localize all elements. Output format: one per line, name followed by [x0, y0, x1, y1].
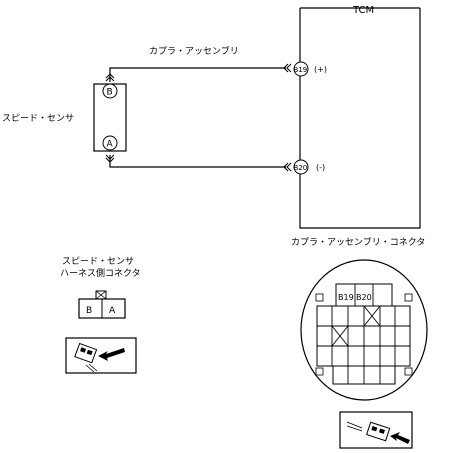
connector-mark-bottom	[105, 154, 115, 163]
tcm-box: TCM	[299, 5, 421, 229]
tcm-title: TCM	[352, 5, 374, 16]
pin-b20: B20	[293, 159, 309, 175]
coupler-pin-b20: B20	[356, 293, 372, 302]
sensor-connector-title-1: スピード・センサ	[62, 256, 134, 267]
pin-b19-polarity: (+)	[314, 65, 327, 74]
tcm-connector-mark-b19	[283, 63, 292, 73]
pin-b19-label: B19	[294, 66, 308, 74]
sensor-label: スピード・センサ	[2, 113, 74, 124]
wire-b19	[109, 67, 286, 82]
sensor-connector: B A	[78, 290, 126, 319]
connector-mark-top	[105, 73, 115, 82]
coupler-connector: B19 B20	[300, 259, 428, 401]
pin-b20-label: B20	[294, 164, 308, 172]
pin-b20-polarity: (-)	[316, 163, 325, 172]
probe-icon-left	[65, 337, 137, 374]
pin-b19: B19	[293, 61, 309, 77]
sensor-terminal-a: A	[107, 140, 114, 150]
coupler-connector-title: カプラ・アッセンブリ・コネクタ	[291, 236, 425, 248]
wire-b20	[109, 155, 286, 168]
sensor-connector-title-2: ハーネス側コネクタ	[60, 267, 141, 279]
harness-label: カプラ・アッセンブリ	[149, 45, 239, 57]
probe-icon-right	[339, 411, 413, 449]
sensor-connector-pin-b: B	[86, 306, 92, 316]
coupler-pin-b19: B19	[338, 293, 354, 302]
tcm-connector-mark-b20	[283, 162, 292, 172]
sensor-connector-pin-a: A	[109, 306, 116, 316]
speed-sensor: B A	[93, 83, 127, 152]
sensor-terminal-b: B	[107, 88, 113, 98]
